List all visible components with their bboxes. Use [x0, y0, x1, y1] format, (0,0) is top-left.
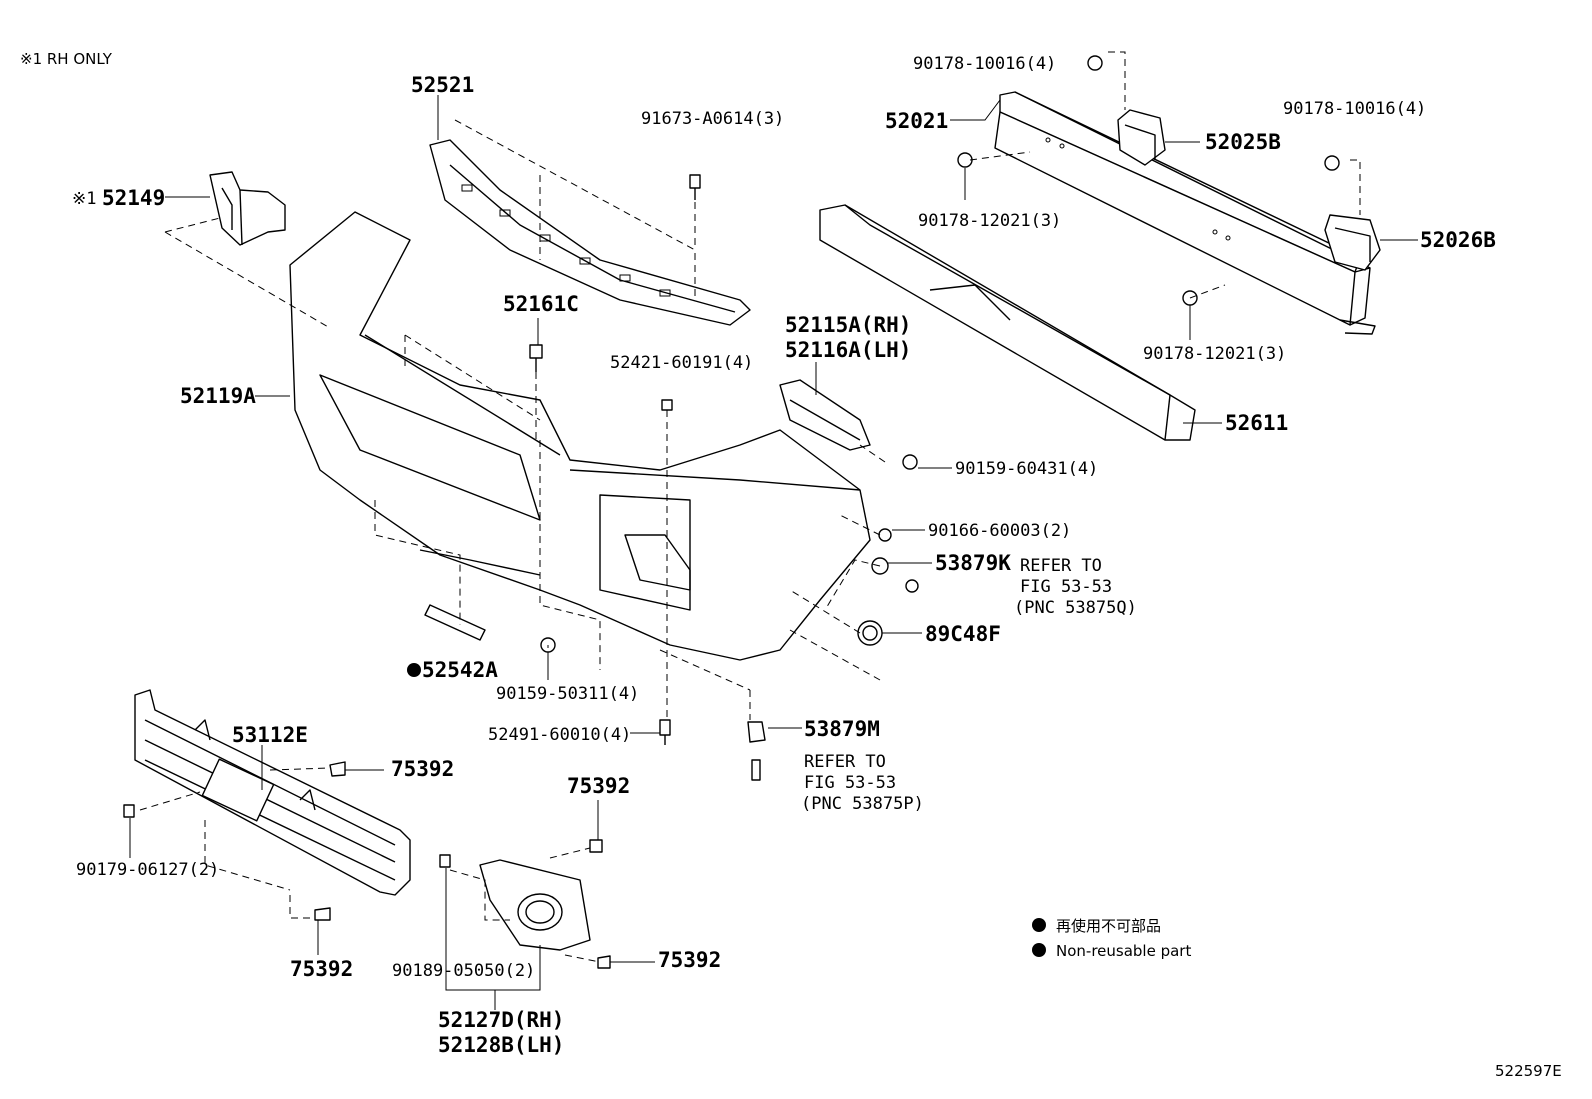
label-75392-a: 75392 [391, 757, 454, 781]
rh-mark: ※1 [72, 189, 96, 209]
nut-icon [439, 854, 451, 868]
label-91673-a0614: 91673-A0614(3) [641, 109, 784, 129]
label-90189-05050: 90189-05050(2) [392, 961, 535, 981]
clip-icon [878, 528, 892, 542]
label-52542a: 52542A [422, 658, 498, 682]
fog-cover-52127D[interactable] [479, 859, 591, 951]
non-reusable-dot-icon [407, 663, 421, 677]
label-90159-50311: 90159-50311(4) [496, 684, 639, 704]
nut-icon [957, 152, 973, 168]
label-52127d: 52127D(RH) [438, 1008, 564, 1032]
ref-k-line1: REFER TO [1020, 556, 1102, 576]
label-52021: 52021 [885, 109, 948, 133]
nut-icon [661, 399, 673, 411]
bracket-52149[interactable] [209, 171, 286, 246]
label-89c48f: 89C48F [925, 622, 1001, 646]
part-labels: 52521 91673-A0614(3) 90178-10016(4) 5202… [72, 54, 1496, 1057]
rh-only-note: ※1 RH ONLY [20, 50, 113, 68]
ref-m-line3: (PNC 53875P) [801, 794, 924, 814]
figure-code: 522597E [1495, 1062, 1562, 1080]
radiator-grille-53112E[interactable] [134, 689, 411, 896]
label-52115a: 52115A(RH) [785, 313, 911, 337]
clip-icon [589, 839, 603, 853]
label-75392-d: 75392 [658, 948, 721, 972]
bumper-cover-52119A[interactable] [289, 211, 871, 661]
legend-en: Non-reusable part [1056, 942, 1191, 960]
socket-icon [857, 620, 883, 646]
nut-icon [1087, 55, 1103, 71]
label-53879m: 53879M [804, 717, 880, 741]
label-52421-60191: 52421-60191(4) [610, 353, 753, 373]
legend-jp: 再使用不可部品 [1056, 917, 1161, 935]
legend: 再使用不可部品 Non-reusable part [1032, 917, 1191, 960]
bumper-reinforcement-52021[interactable] [994, 91, 1376, 335]
non-reusable-dot-icon [1032, 943, 1046, 957]
non-reusable-dot-icon [1032, 918, 1046, 932]
nut-icon [1324, 155, 1340, 171]
label-90178-10016-b: 90178-10016(4) [1283, 99, 1426, 119]
bracket-52025B[interactable] [1117, 109, 1166, 166]
bracket-icon [747, 721, 766, 743]
label-90178-12021-b: 90178-12021(3) [1143, 344, 1286, 364]
label-90178-12021-a: 90178-12021(3) [918, 211, 1061, 231]
label-75392-c: 75392 [290, 957, 353, 981]
clip-icon [314, 907, 331, 921]
bracket-52026B[interactable] [1324, 214, 1381, 271]
nut-icon [123, 804, 135, 818]
ref-k-line3: (PNC 53875Q) [1014, 598, 1137, 618]
screw-icon [902, 454, 918, 470]
label-52491-60010: 52491-60010(4) [488, 725, 631, 745]
label-90159-60431: 90159-60431(4) [955, 459, 1098, 479]
label-90178-10016-a: 90178-10016(4) [913, 54, 1056, 74]
leader-lines [129, 95, 1418, 1010]
label-52161c: 52161C [503, 292, 579, 316]
label-53112e: 53112E [232, 723, 308, 747]
label-52025b: 52025B [1205, 130, 1281, 154]
label-90166-60003: 90166-60003(2) [928, 521, 1071, 541]
label-52116a: 52116A(LH) [785, 338, 911, 362]
assembly-lines [139, 51, 1361, 963]
bumper-retainer-52521[interactable] [429, 139, 751, 326]
bolt-icon [659, 719, 671, 745]
side-retainer-52115A[interactable] [779, 379, 871, 451]
label-53879k: 53879K [935, 551, 1011, 575]
clip-icon [529, 344, 543, 372]
screw-icon [905, 579, 919, 593]
label-52128b: 52128B(LH) [438, 1033, 564, 1057]
label-52026b: 52026B [1420, 228, 1496, 252]
label-52521: 52521 [411, 73, 474, 97]
energy-absorber-52611[interactable] [819, 204, 1196, 441]
label-52119a: 52119A [180, 384, 256, 408]
clip-icon [329, 761, 346, 777]
label-52149: 52149 [102, 186, 165, 210]
ref-k-line2: FIG 53-53 [1020, 577, 1112, 597]
ref-m-line2: FIG 53-53 [804, 773, 896, 793]
bolt-icon [751, 759, 761, 781]
clip-icon [597, 955, 611, 969]
label-52611: 52611 [1225, 411, 1288, 435]
label-75392-b: 75392 [567, 774, 630, 798]
label-90179-06127: 90179-06127(2) [76, 860, 219, 880]
ref-m-line1: REFER TO [804, 752, 886, 772]
seal-52542A[interactable] [424, 604, 486, 641]
